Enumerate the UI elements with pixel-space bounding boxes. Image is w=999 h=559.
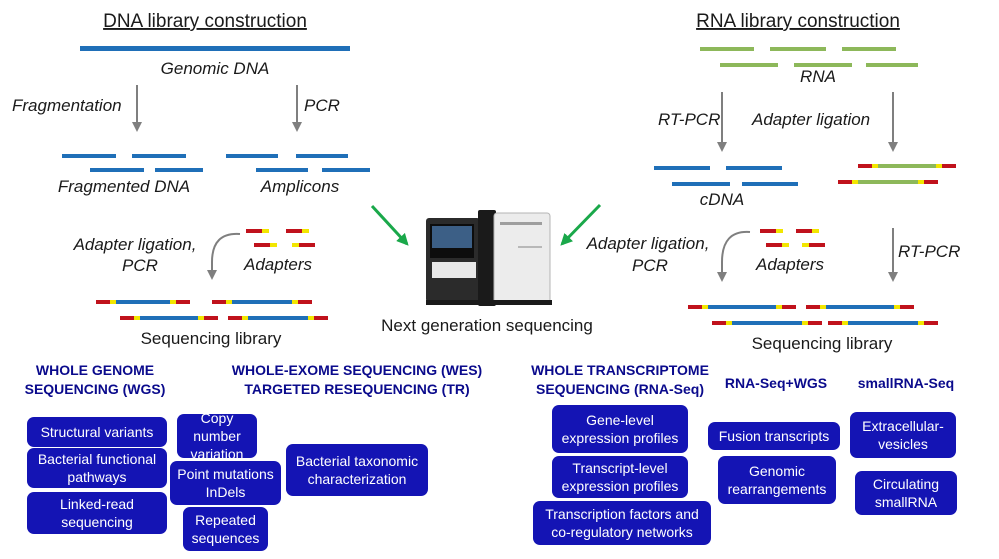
cdna-label: cDNA (700, 190, 744, 209)
rna-library-strands (688, 305, 938, 325)
rt-pcr-2-label: RT-PCR (898, 242, 960, 261)
rna-adapter-ligation-label: Adapter ligation (751, 110, 870, 129)
gene-level-expression-box: Gene-level expression profiles (552, 405, 688, 453)
rna-adapter-ligated-strands (838, 164, 956, 184)
dna-sequencing-library-label: Sequencing library (141, 329, 282, 348)
dna-adapters (246, 229, 315, 247)
dna-library-strands (96, 300, 328, 320)
point-mutations-indels-box: Point mutations InDels (170, 461, 281, 505)
transcription-factors-box: Transcription factors and co-regulatory … (533, 501, 711, 545)
rna-section-title: RNA library construction (696, 11, 900, 32)
rna-adapter-pcr-arrow (717, 230, 751, 282)
sequencer-machine-image (426, 210, 552, 306)
wes-title-line2: TARGETED RESEQUENCING (TR) (244, 381, 469, 397)
amplicons-label: Amplicons (260, 177, 340, 196)
wgs-title-line1: WHOLE GENOME (36, 362, 154, 378)
rna-adapters (760, 229, 825, 247)
pcr-label: PCR (304, 96, 340, 115)
bacterial-functional-pathways-box: Bacterial functional pathways (27, 448, 167, 488)
fragmented-dna-strands (62, 154, 203, 172)
repeated-sequences-box: Repeated sequences (183, 507, 268, 551)
rnaseq-wgs-title: RNA-Seq+WGS (725, 375, 827, 391)
ngs-label: Next generation sequencing (381, 316, 593, 335)
fragmented-dna-label: Fragmented DNA (58, 177, 190, 196)
dna-adapter-ligation-arrow (207, 232, 241, 280)
rt-pcr-label: RT-PCR (658, 110, 720, 129)
dna-section-title: DNA library construction (103, 11, 307, 32)
wts-title-line2: SEQUENCING (RNA-Seq) (536, 381, 704, 397)
wts-title-line1: WHOLE TRANSCRIPTOME (531, 362, 709, 378)
dna-to-ngs-arrow (370, 204, 409, 246)
rna-adapter-ligation-pcr-label: Adapter ligation, (586, 234, 710, 253)
rna-adapters-label: Adapters (755, 255, 825, 274)
smallrna-seq-title: smallRNA-Seq (858, 375, 954, 391)
genomic-rearrangements-box: Genomic rearrangements (718, 456, 836, 504)
circulating-smallrna-box: Circulating smallRNA (855, 471, 957, 515)
genomic-dna-strand (80, 46, 350, 51)
cdna-strands (654, 166, 798, 186)
genomic-dna-label: Genomic DNA (161, 59, 270, 78)
wgs-title-line2: SEQUENCING (WGS) (25, 381, 166, 397)
structural-variants-box: Structural variants (27, 417, 167, 447)
fusion-transcripts-box: Fusion transcripts (708, 422, 840, 450)
rna-pcr-label: PCR (632, 256, 668, 275)
fragmentation-label: Fragmentation (12, 96, 122, 115)
rna-strands (700, 47, 918, 67)
copy-number-variation-box: Copy number variation (177, 410, 257, 462)
extracellular-vesicles-box: Extracellular- vesicles (850, 412, 956, 458)
rna-label: RNA (800, 67, 836, 86)
dna-pcr-label: PCR (122, 256, 158, 275)
dna-adapter-ligation-label: Adapter ligation, (73, 235, 197, 254)
amplicon-strands (226, 154, 370, 172)
bacterial-taxonomic-box: Bacterial taxonomic characterization (286, 444, 428, 496)
linked-read-sequencing-box: Linked-read sequencing (27, 492, 167, 534)
transcript-level-expression-box: Transcript-level expression profiles (552, 456, 688, 498)
rna-sequencing-library-label: Sequencing library (752, 334, 893, 353)
dna-adapters-label: Adapters (243, 255, 313, 274)
rna-to-ngs-arrow (560, 203, 602, 246)
wes-title-line1: WHOLE-EXOME SEQUENCING (WES) (232, 362, 482, 378)
